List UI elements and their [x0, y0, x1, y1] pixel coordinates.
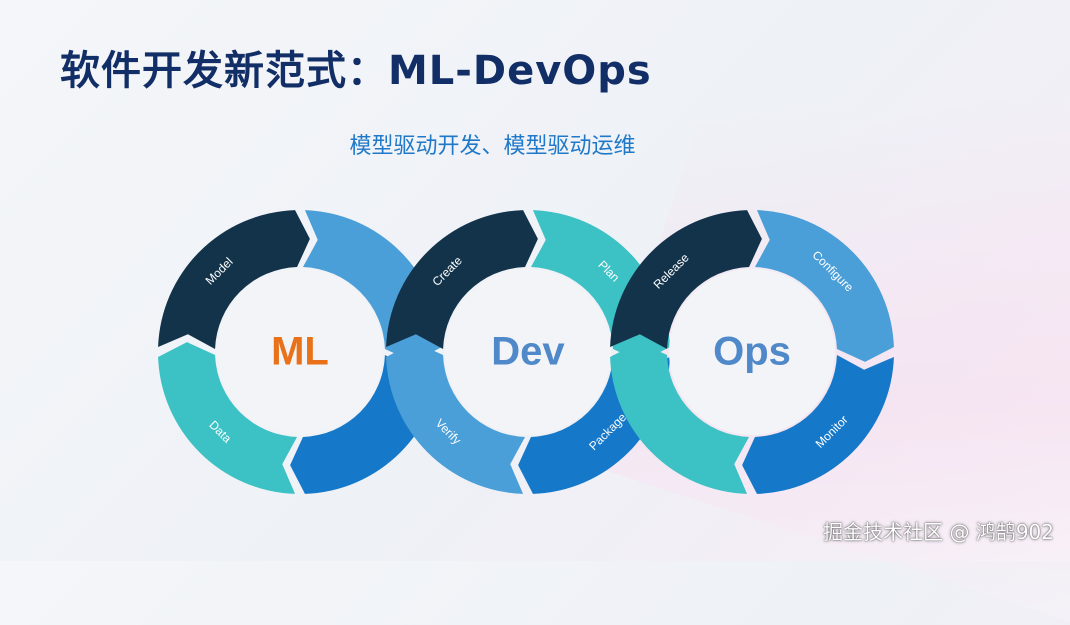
ring-center-2	[669, 269, 835, 435]
ring-segment-model	[158, 210, 310, 350]
ring-segment-create	[386, 210, 538, 350]
ring-center-1	[445, 269, 611, 435]
ring-segment-release	[610, 210, 762, 350]
ring-segment-monitor	[742, 354, 894, 494]
ring-center-0	[217, 269, 383, 435]
page-subtitle: 模型驱动开发、模型驱动运维	[349, 134, 636, 159]
ring-segment-blank-2-3	[610, 342, 750, 494]
ring-center-label-ops: Ops	[713, 330, 791, 374]
page-title: 软件开发新范式：ML-DevOps	[60, 48, 652, 94]
ring-segment-data	[158, 342, 298, 494]
ring-segment-verify	[386, 342, 526, 494]
ring-center-label-dev: Dev	[491, 330, 565, 374]
watermark: 掘金技术社区 @ 鸿鹄902	[823, 520, 1054, 544]
ring-center-label-ml: ML	[271, 330, 329, 374]
ring-segment-configure	[754, 210, 894, 362]
